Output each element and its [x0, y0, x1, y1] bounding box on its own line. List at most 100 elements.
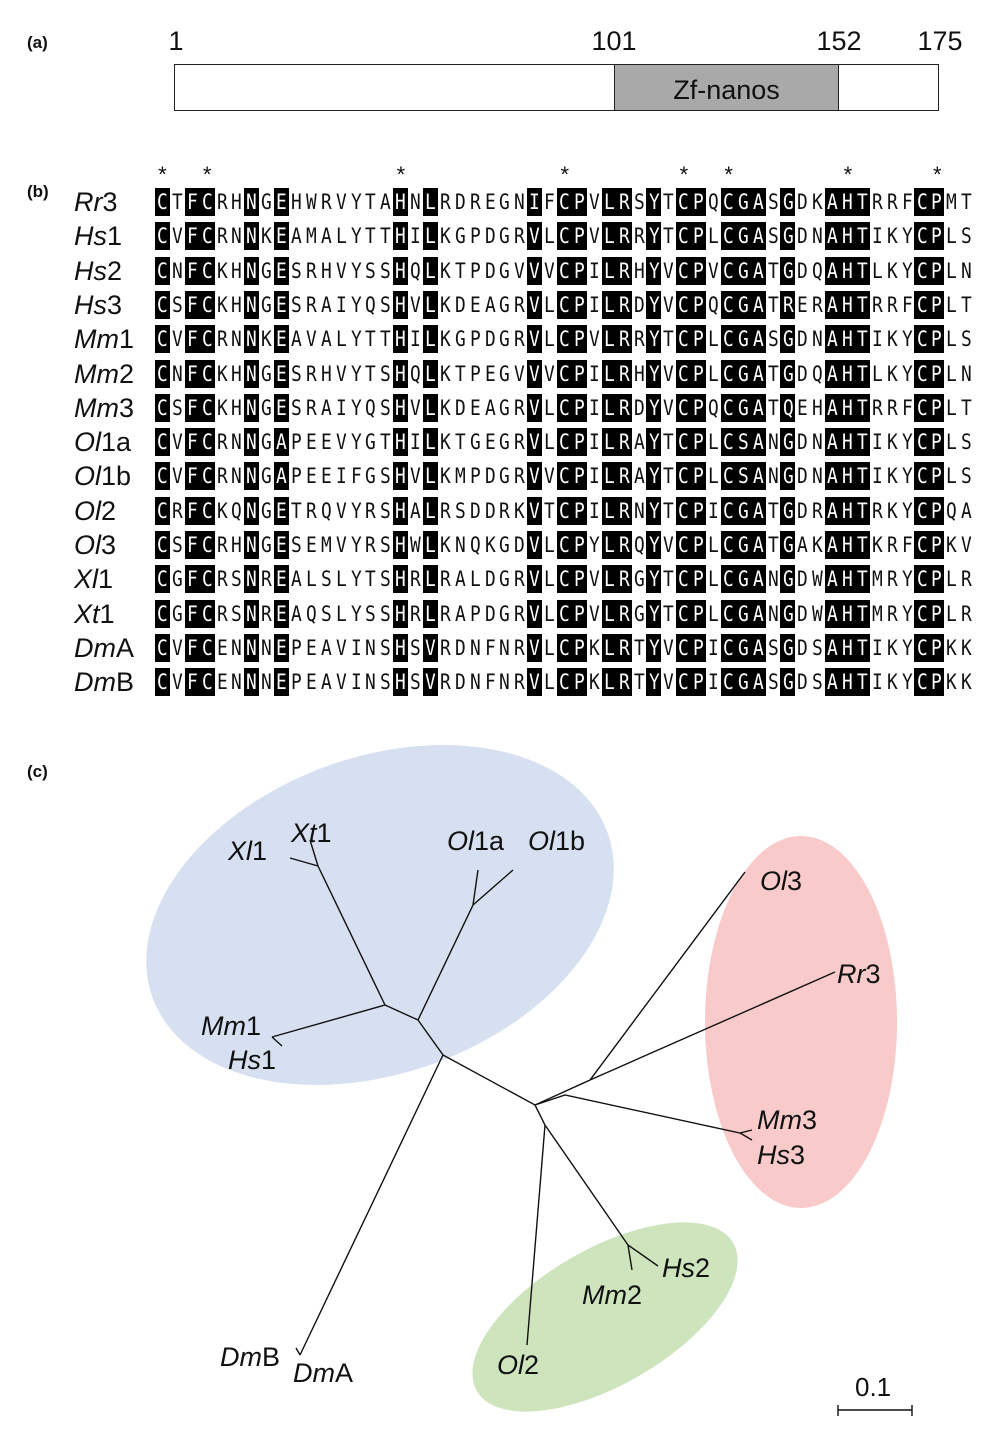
- residue: V: [527, 290, 543, 319]
- residue: R: [365, 533, 377, 557]
- residue: R: [616, 256, 632, 285]
- residue: P: [571, 325, 587, 354]
- residue: V: [527, 222, 543, 251]
- residue: L: [423, 531, 438, 559]
- residue: N: [231, 224, 243, 249]
- residue: S: [365, 601, 377, 626]
- residue: P: [691, 359, 706, 388]
- residue: P: [469, 327, 481, 352]
- residue: I: [588, 292, 600, 317]
- residue: P: [571, 633, 587, 662]
- residue: H: [839, 188, 855, 216]
- residue: G: [780, 256, 796, 285]
- residue: H: [393, 633, 409, 662]
- residue: E: [320, 430, 332, 455]
- residue: H: [393, 256, 409, 285]
- residue: N: [244, 531, 260, 559]
- residue: V: [305, 327, 317, 352]
- residue: N: [499, 635, 511, 660]
- residue: P: [571, 496, 587, 525]
- residue: I: [588, 464, 600, 489]
- residue: C: [720, 359, 736, 388]
- residue: G: [735, 290, 751, 319]
- leaf-label-rr3: Rr3: [837, 959, 881, 989]
- residue: A: [633, 464, 645, 489]
- residue: A: [825, 290, 840, 319]
- residue: R: [514, 670, 526, 695]
- residue: L: [601, 599, 617, 628]
- residue: A: [633, 430, 645, 455]
- residue: T: [854, 462, 870, 491]
- residue: L: [423, 359, 438, 388]
- residue: G: [499, 190, 511, 214]
- residue: M: [871, 601, 883, 626]
- residue: R: [216, 567, 228, 592]
- residue: N: [767, 430, 779, 455]
- residue: G: [780, 565, 796, 594]
- residue: L: [335, 327, 347, 352]
- residue: K: [439, 464, 451, 489]
- residue: Y: [901, 498, 913, 523]
- residue: E: [274, 668, 290, 697]
- residue: H: [393, 393, 409, 422]
- residue: S: [380, 498, 392, 523]
- residue: I: [350, 670, 362, 695]
- residue: M: [871, 567, 883, 592]
- residue: V: [171, 327, 183, 352]
- sequence-label: Mm1: [74, 324, 135, 355]
- residue: R: [616, 599, 632, 628]
- residue: R: [616, 359, 632, 388]
- residue: Y: [646, 428, 662, 457]
- residue: A: [320, 292, 332, 317]
- residue: T: [767, 533, 779, 557]
- position-1: 1: [168, 26, 184, 56]
- residue: G: [454, 224, 466, 249]
- residue: Y: [901, 670, 913, 695]
- residue: D: [454, 670, 466, 695]
- residue: G: [365, 464, 377, 489]
- residue: E: [274, 565, 290, 594]
- residue: A: [825, 531, 840, 559]
- residue: R: [812, 292, 824, 317]
- residue: R: [616, 496, 632, 525]
- leaf-label-mm1: Mm1: [201, 1011, 262, 1041]
- residue: N: [961, 258, 972, 283]
- residue: T: [380, 224, 392, 249]
- residue: A: [750, 290, 766, 319]
- residue: C: [720, 188, 736, 216]
- residue: S: [812, 670, 824, 695]
- residue: H: [393, 531, 409, 559]
- residue: P: [929, 633, 945, 662]
- residue: T: [854, 188, 870, 216]
- residue: R: [439, 567, 451, 592]
- sequence-label: Hs2: [74, 255, 123, 286]
- residue: H: [839, 496, 855, 525]
- residue: E: [274, 599, 290, 628]
- residue: N: [231, 670, 243, 695]
- residue: T: [767, 361, 779, 386]
- residue: D: [797, 258, 809, 283]
- residue: N: [231, 430, 243, 455]
- residue: P: [571, 462, 587, 491]
- residue: E: [274, 359, 290, 388]
- residue: R: [616, 428, 632, 457]
- residue: R: [871, 395, 883, 420]
- residue: A: [291, 601, 302, 626]
- residue: G: [171, 567, 183, 592]
- residue: C: [557, 290, 572, 319]
- residue: N: [767, 601, 779, 626]
- residue: N: [469, 670, 481, 695]
- residue: V: [588, 601, 600, 626]
- residue: G: [261, 361, 273, 386]
- residue: L: [708, 464, 719, 489]
- residue: C: [676, 668, 692, 697]
- residue: L: [601, 290, 617, 319]
- panel-b-label: (b): [27, 182, 49, 201]
- residue: P: [929, 290, 945, 319]
- residue: A: [750, 359, 766, 388]
- residue: H: [320, 361, 332, 386]
- residue: E: [274, 496, 290, 525]
- residue: V: [527, 359, 543, 388]
- residue: N: [767, 464, 779, 489]
- residue: H: [633, 258, 645, 283]
